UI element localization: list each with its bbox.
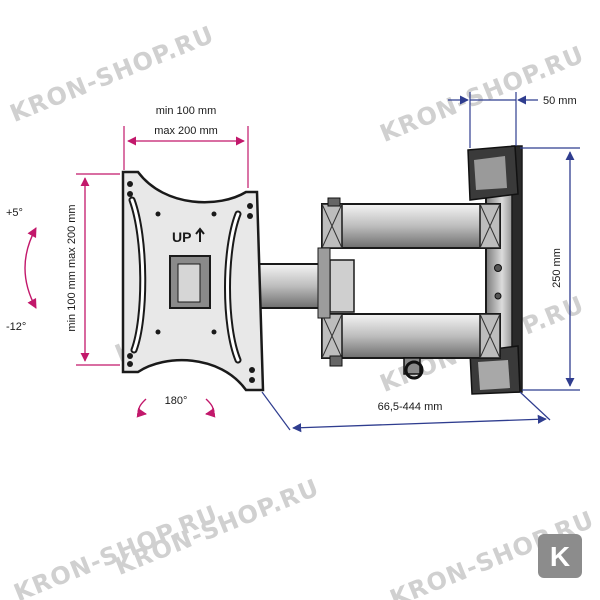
arrow-up-icon <box>195 227 205 242</box>
wall-depth-dimension: 50 mm <box>448 92 577 148</box>
tilt-indicator: +5° -12° <box>6 207 37 333</box>
wall-depth-value: 50 mm <box>543 95 577 107</box>
upper-arm <box>321 197 501 249</box>
vesa-min-width: min 100 mm <box>156 105 217 117</box>
logo-letter: K <box>550 541 570 572</box>
shop-logo: K <box>538 534 582 578</box>
extension-value: 66,5-444 mm <box>378 401 443 413</box>
vesa-horizontal-dimension: min 100 mm max 200 mm <box>123 105 249 188</box>
vesa-height: min 100 mm max 200 mm <box>66 204 78 331</box>
vesa-vertical-dimension: min 100 mm max 200 mm <box>66 173 120 366</box>
up-label: UP <box>172 229 191 245</box>
tilt-up-value: +5° <box>6 207 23 219</box>
swivel-value: 180° <box>165 395 188 407</box>
wall-height-dimension: 250 mm <box>520 147 580 391</box>
logo-badge <box>538 534 582 578</box>
lower-arm <box>321 313 501 380</box>
swivel-indicator: 180° <box>136 395 216 418</box>
middle-arm <box>257 247 355 319</box>
wall-height-value: 250 mm <box>551 248 563 288</box>
tilt-down-value: -12° <box>6 321 26 333</box>
tv-mount-plate: UP <box>121 170 265 392</box>
extension-dimension: 66,5-444 mm <box>261 391 551 433</box>
vesa-max-width: max 200 mm <box>154 125 218 137</box>
